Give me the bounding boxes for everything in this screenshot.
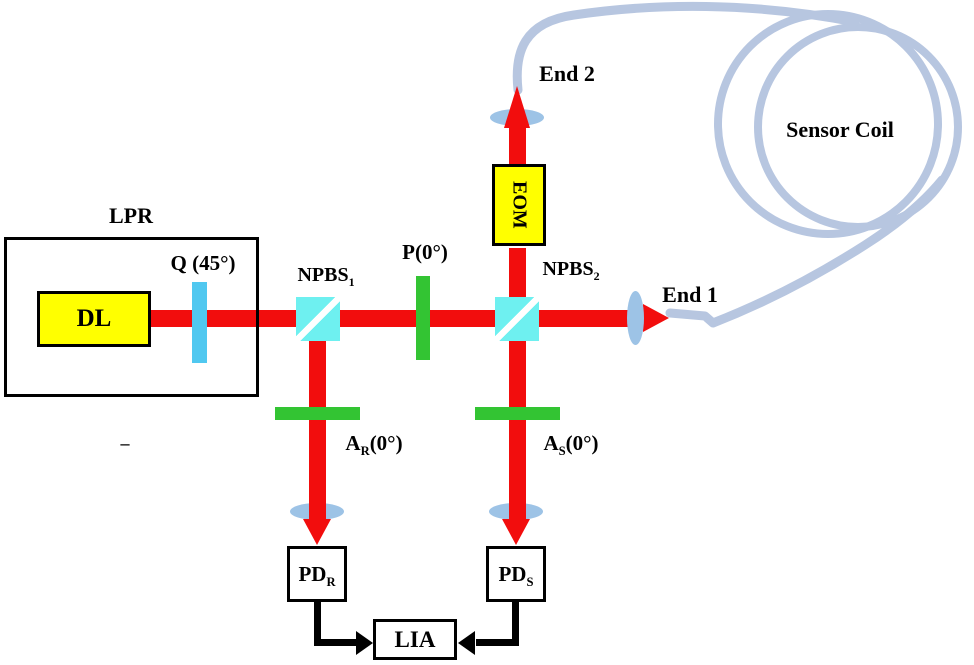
photodetector-r-label: PDR [298,561,336,589]
wire-arrow-pds-to-lia [458,631,475,655]
npbs2-cube [495,297,539,341]
diode-laser-box: DL [37,291,151,347]
pd-r-label-sub: R [326,574,336,589]
eom-box: EOM [492,164,546,246]
pd-s-label-pre: PD [498,561,527,586]
fiber-end1 [665,175,947,328]
photodetector-s-label: PDS [498,561,534,589]
beam-arrow-end1 [643,304,669,332]
npbs1-label: NPBS1 [271,264,381,289]
lens-end1 [627,291,644,345]
beam-npbs2-down [509,330,526,520]
sensor-coil-label: Sensor Coil [786,117,894,142]
analyzer-r-label-sub: R [360,444,370,459]
polarizer-label: P(0°) [402,240,448,264]
photodetector-s-box: PDS [486,546,546,602]
npbs1-label-pre: NPBS [297,264,349,286]
lpr-enclosure-box [4,237,259,397]
npbs1-cube [296,297,340,341]
wire-pdr-vertical [314,600,321,646]
wire-pds-horizontal [476,639,519,646]
analyzer-r-label: AR(0°) [334,431,414,458]
pd-s-label-sub: S [526,574,534,589]
analyzer-s-label-sub: S [558,444,566,459]
npbs2-label-pre: NPBS [542,258,594,280]
sensor-coil-loop-inner [754,23,962,231]
wire-pds-vertical [512,600,519,646]
polarizer-plate [416,276,430,360]
end1-label: End 1 [662,282,718,307]
quarter-wave-plate [192,282,207,363]
photodetector-r-box: PDR [287,546,347,602]
analyzer-s-label-post: (0°) [565,431,599,455]
wire-arrow-pdr-to-lia [356,631,373,655]
fiber-end2 [512,1,860,95]
analyzer-s-label: AS(0°) [531,431,611,458]
diode-laser-label: DL [76,305,112,332]
pd-r-label-pre: PD [298,561,327,586]
eom-label: EOM [508,181,531,229]
analyzer-r-label-pre: A [345,431,361,455]
beam-eom-to-end2 [509,126,526,168]
beam-arrow-pds [502,519,530,545]
beam-arrow-pdr [303,519,331,545]
beam-arrow-end2 [504,86,530,128]
beam-npbs1-down [309,330,326,520]
lock-in-amplifier-box: LIA [373,619,457,660]
end2-label: End 2 [539,61,595,86]
npbs2-label-sub: 2 [593,269,600,283]
analyzer-r-plate [275,407,360,420]
analyzer-s-label-pre: A [543,431,559,455]
wire-pdr-horizontal [314,639,357,646]
npbs1-label-sub: 1 [348,275,355,289]
beam-npbs2-to-eom [509,248,526,308]
analyzer-s-plate [475,407,560,420]
caption-dash: – [120,433,130,453]
analyzer-r-label-post: (0°) [369,431,403,455]
lpr-label: LPR [109,203,153,228]
lia-label: LIA [394,626,436,652]
npbs2-label: NPBS2 [516,258,626,283]
quarter-wave-plate-label: Q (45°) [170,251,236,275]
